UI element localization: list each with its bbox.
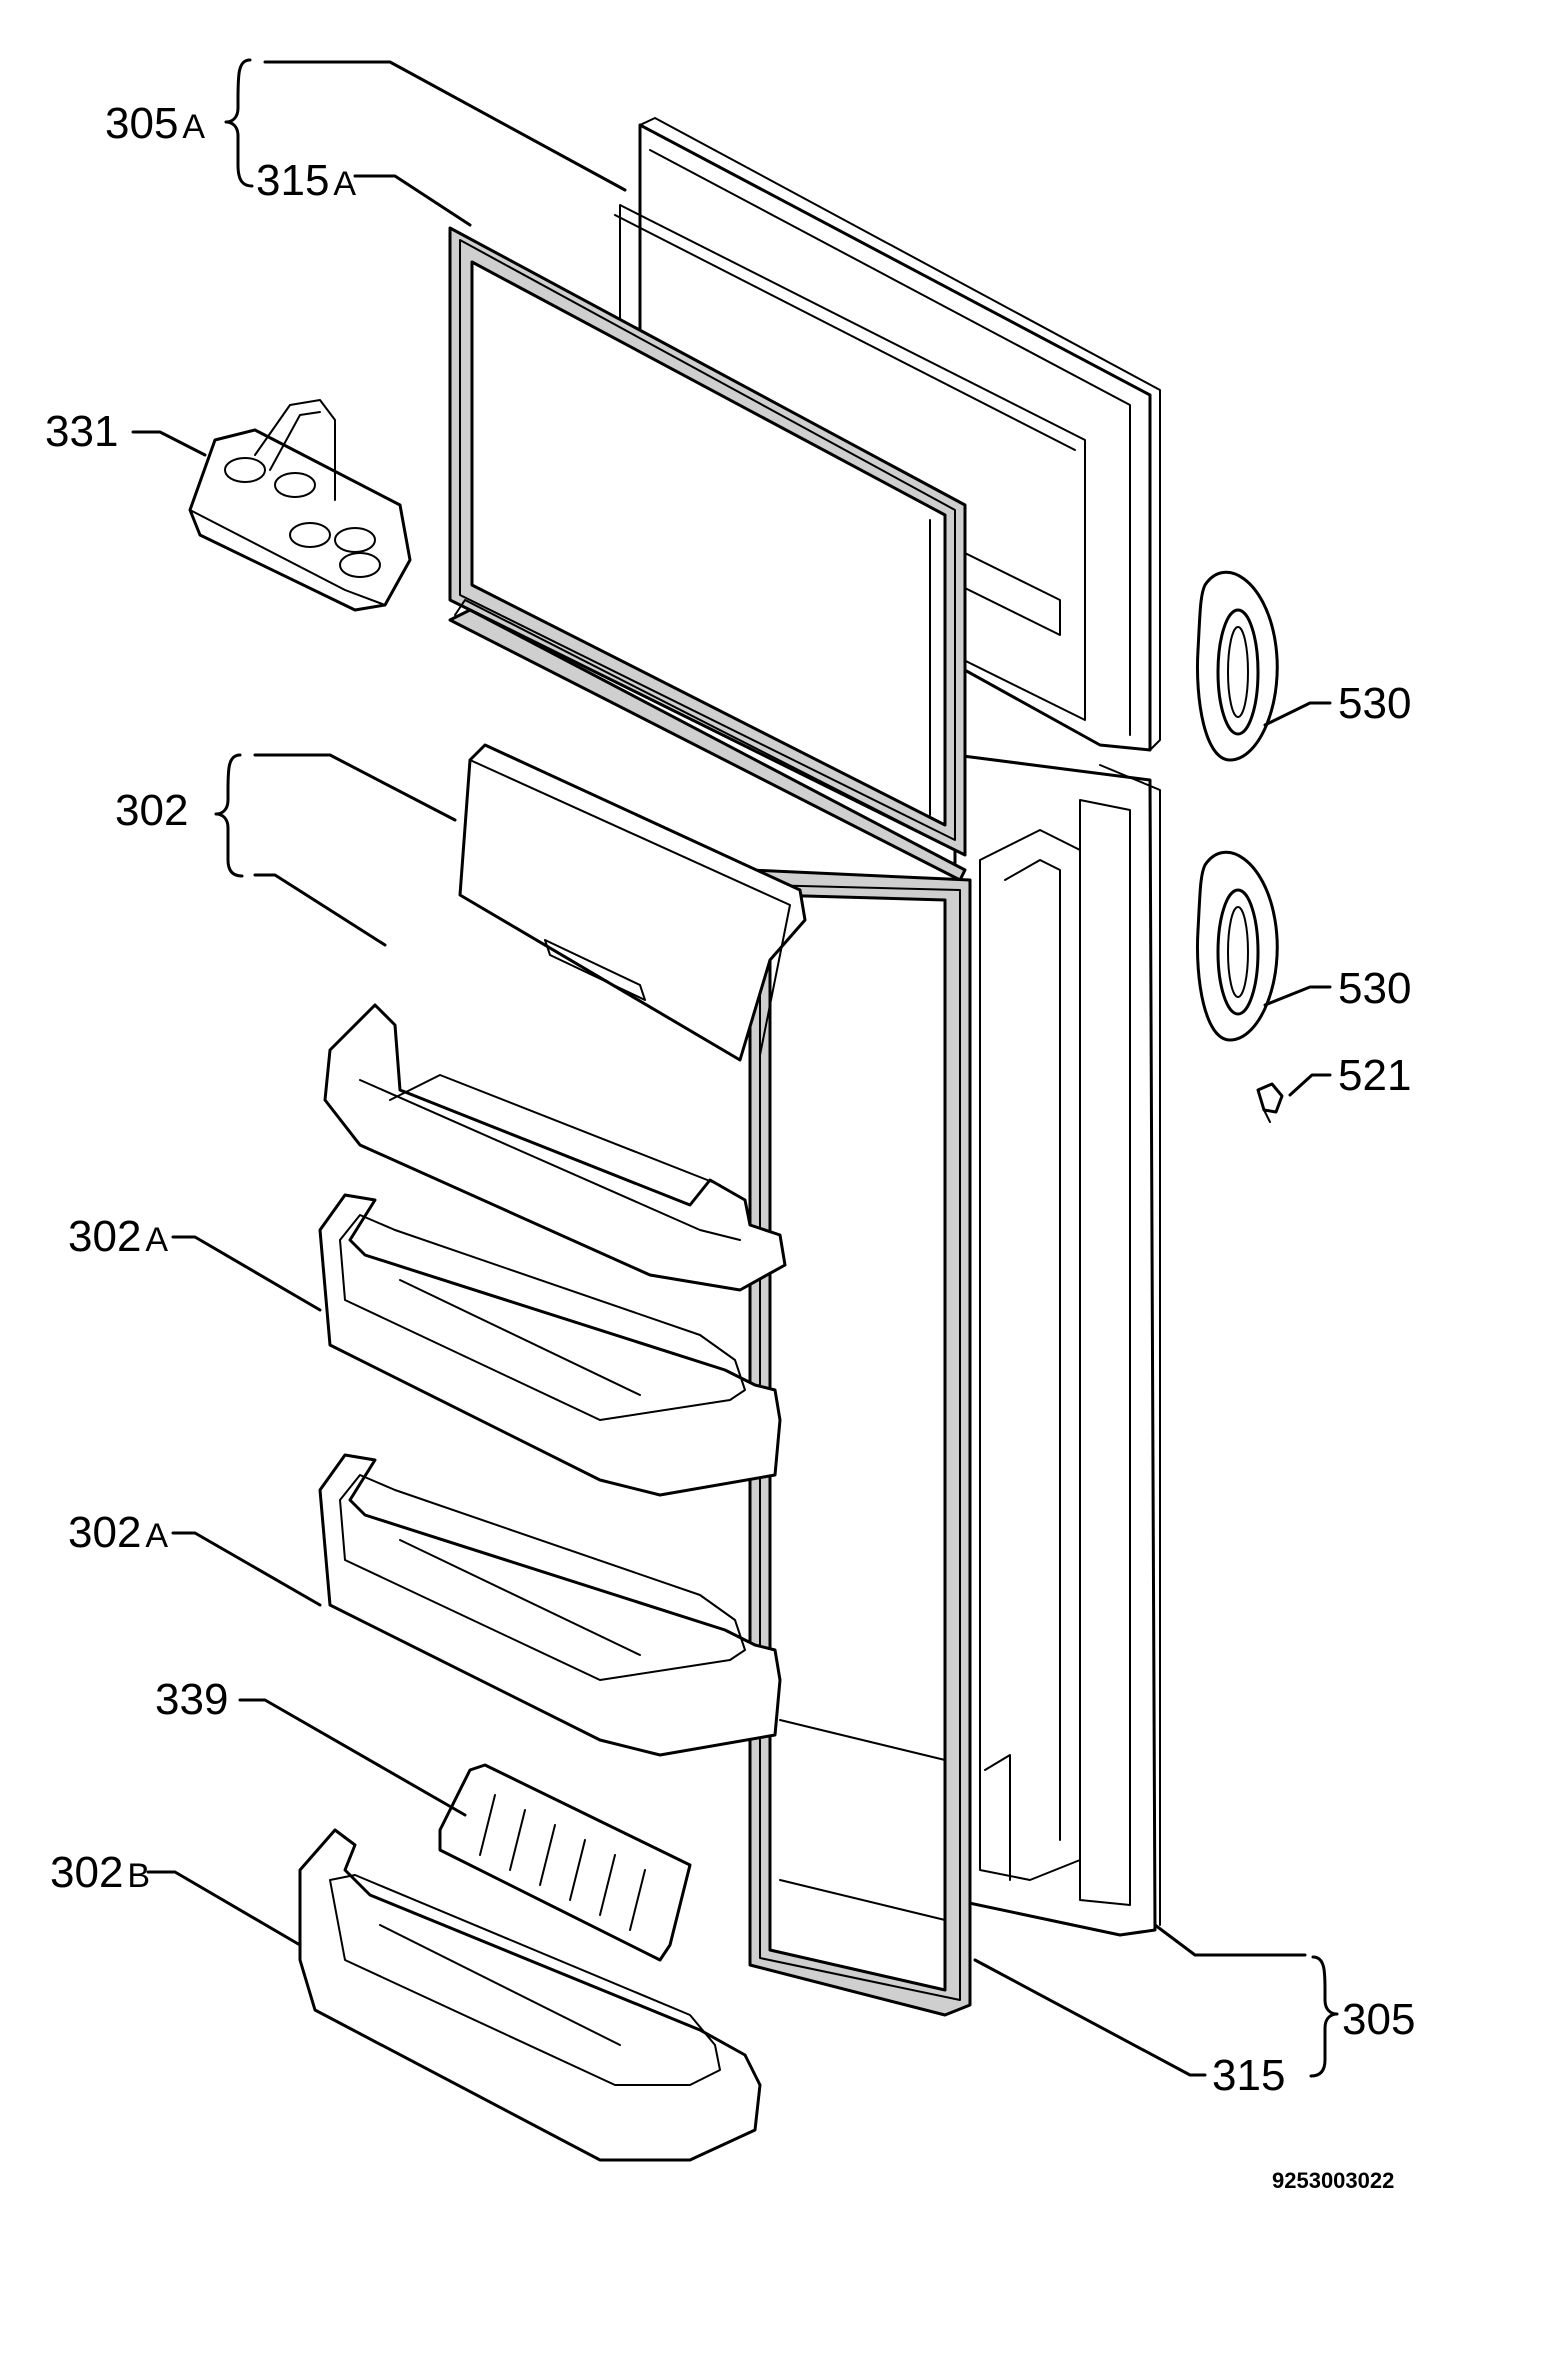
lower-door-gasket	[748, 868, 972, 2017]
hinge-cover-upper	[1196, 570, 1279, 762]
label-339: 339	[155, 1675, 228, 1724]
hinge-cover-lower	[1196, 850, 1279, 1042]
butter-compartment	[323, 743, 807, 1292]
drawing-code: 9253003022	[1272, 2168, 1394, 2193]
upper-door-panel	[614, 117, 1161, 752]
door-shelf-bottom	[298, 1828, 762, 2162]
door-shelf-lower	[318, 1453, 782, 1757]
label-331: 331	[45, 407, 118, 456]
label-315: 315	[1212, 2051, 1285, 2100]
screw	[1256, 1082, 1284, 1123]
egg-tray	[188, 399, 412, 612]
label-530-upper: 530	[1338, 679, 1411, 728]
braces	[214, 58, 1339, 2078]
label-530-lower: 530	[1338, 964, 1411, 1013]
upper-door-gasket	[448, 226, 967, 882]
label-521: 521	[1338, 1051, 1411, 1100]
label-305: 305	[1342, 1995, 1415, 2044]
lower-door-panel	[953, 753, 1161, 1937]
door-shelf-upper	[318, 1193, 782, 1497]
leader-lines	[131, 60, 1332, 2077]
label-302: 302	[115, 786, 188, 835]
bottle-retainer	[438, 1763, 692, 1962]
